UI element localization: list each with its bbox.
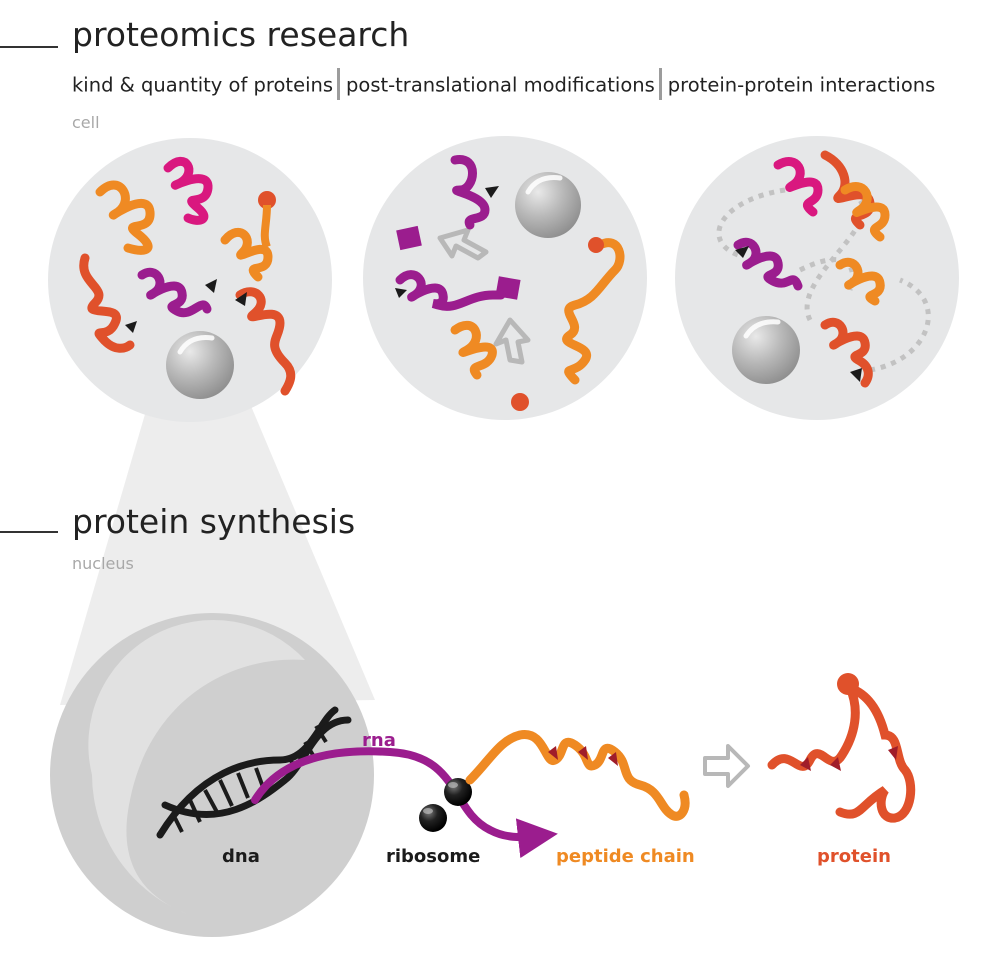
section-line-synthesis <box>0 531 58 533</box>
protein-label: protein <box>817 846 891 867</box>
category-kind-quantity: kind & quantity of proteins <box>72 73 334 97</box>
section-line-proteomics <box>0 46 58 48</box>
dna-label: dna <box>222 846 260 867</box>
protein <box>767 673 916 823</box>
peptide-chain-label: peptide chain <box>556 846 695 867</box>
category-separator <box>337 68 341 100</box>
cell-1 <box>48 138 332 422</box>
process-arrow <box>703 744 750 788</box>
category-ppi: protein-protein interactions <box>667 73 936 97</box>
rna-strand <box>251 747 558 859</box>
nucleus-sublabel: nucleus <box>72 554 134 573</box>
cell-sublabel: cell <box>72 113 100 132</box>
category-ptm: post-translational modifications <box>346 73 655 97</box>
proteomics-categories: kind & quantity of proteins post-translat… <box>72 68 936 102</box>
rna-label: rna <box>362 730 396 751</box>
cell-2 <box>363 136 647 420</box>
nucleus <box>50 613 374 937</box>
zoom-cone <box>60 380 375 705</box>
synthesis-title: protein synthesis <box>72 502 356 541</box>
category-separator <box>658 68 662 100</box>
cell-3 <box>675 136 959 420</box>
peptide-chain <box>465 730 690 821</box>
proteomics-title: proteomics research <box>72 15 410 54</box>
ribosome <box>419 778 472 832</box>
ribosome-label: ribosome <box>386 846 481 867</box>
